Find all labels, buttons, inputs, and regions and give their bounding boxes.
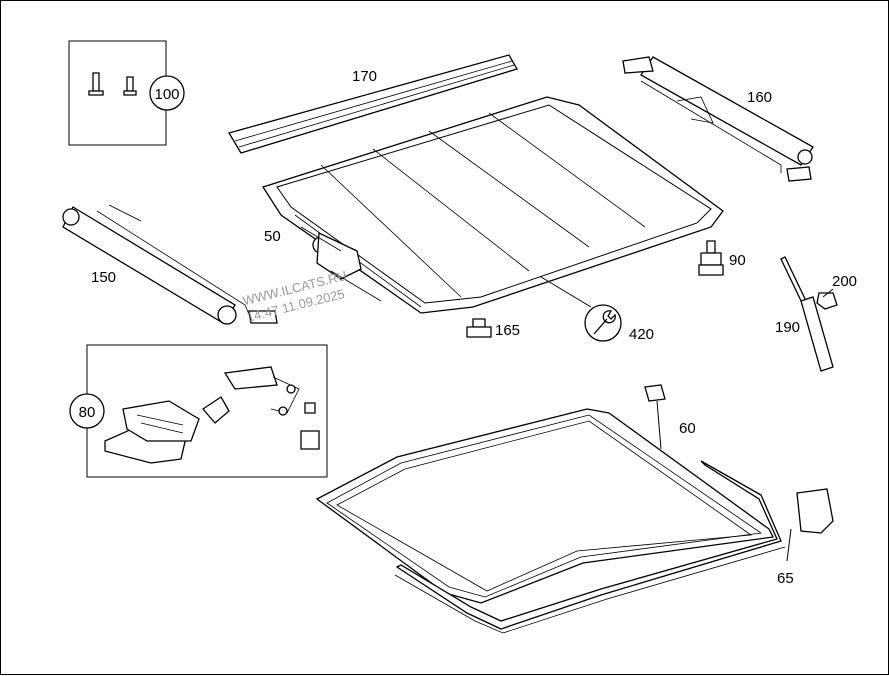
part-190-label: 190 xyxy=(775,319,800,336)
part-200-clip xyxy=(816,292,838,310)
part-190-rod xyxy=(800,296,834,372)
part-50-group[interactable]: 50 xyxy=(261,96,724,314)
watermark: WWW.ILCATS.RU 14:47 11.09.2025 xyxy=(241,268,348,325)
part-420-label: 420 xyxy=(629,326,654,343)
part-60-seal xyxy=(315,408,774,604)
part-90-label: 90 xyxy=(729,252,746,269)
part-150-label: 150 xyxy=(91,269,116,286)
part-200-group[interactable]: 200 xyxy=(816,273,857,310)
part-65-group[interactable]: 65 xyxy=(394,460,834,634)
part-160-group[interactable]: 160 xyxy=(622,56,814,182)
part-160-label: 160 xyxy=(747,89,772,106)
part-100-label: 100 xyxy=(154,86,179,103)
drive-mechanism xyxy=(104,366,320,464)
part-90-nut xyxy=(698,264,724,276)
part-80-callout[interactable] xyxy=(69,393,105,429)
part-150-group[interactable]: 150 xyxy=(62,204,278,325)
part-165-cap xyxy=(466,326,492,338)
part-170-group[interactable]: 170 xyxy=(228,54,518,154)
part-65-strip xyxy=(395,460,782,630)
wrench-icon xyxy=(593,310,616,335)
part-100-callout[interactable] xyxy=(149,75,185,111)
part-150-roller xyxy=(62,206,236,324)
part-170-label: 170 xyxy=(352,68,377,85)
part-200-label: 200 xyxy=(832,273,857,290)
part-100-group[interactable]: 100 xyxy=(68,40,185,146)
part-80-label: 80 xyxy=(79,404,96,421)
part-90-group[interactable]: 90 xyxy=(698,240,746,276)
part-65-label: 65 xyxy=(777,570,794,587)
part-60-group[interactable]: 60 xyxy=(315,384,774,604)
part-165-label: 165 xyxy=(495,322,520,339)
part-190-group[interactable]: 190 xyxy=(775,256,834,372)
part-80-group[interactable]: 80 xyxy=(69,344,328,478)
part-60-label: 60 xyxy=(679,420,696,437)
part-165-group[interactable]: 165 xyxy=(466,318,520,339)
part-160-roller xyxy=(640,56,814,166)
screw-icon xyxy=(88,72,137,96)
part-420-group[interactable]: 420 xyxy=(540,276,654,343)
part-50-label: 50 xyxy=(264,228,281,245)
